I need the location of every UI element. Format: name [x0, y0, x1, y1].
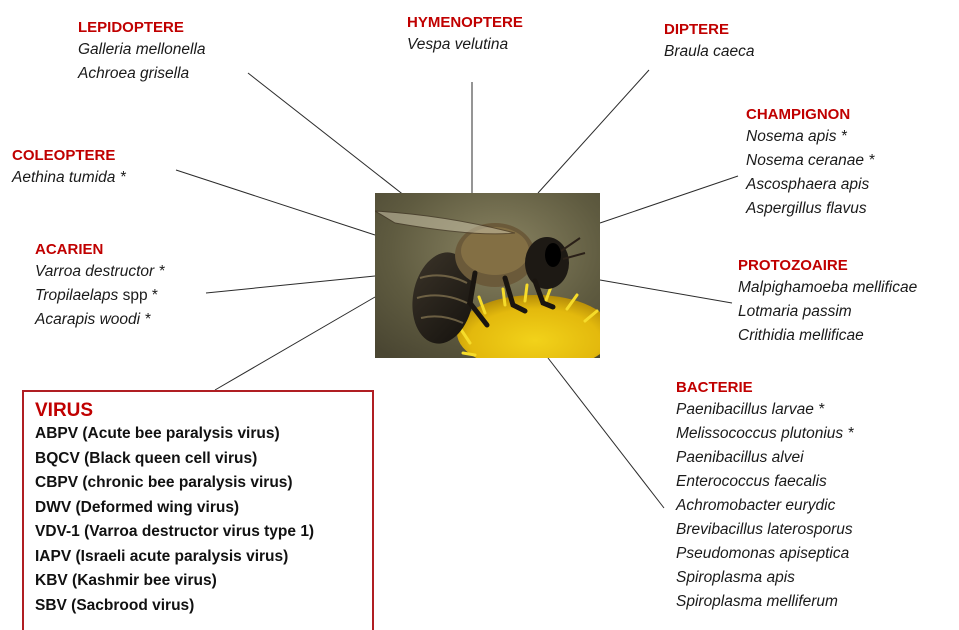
group-item: Achroea grisella: [78, 62, 206, 86]
group-item: Acarapis woodi *: [35, 308, 165, 332]
group-acarien: ACARIEN Varroa destructor * Tropilaelaps…: [35, 240, 165, 332]
group-item: Crithidia mellificae: [738, 324, 917, 348]
group-title: BACTERIE: [676, 378, 853, 398]
connector-bacterie: [548, 358, 664, 508]
connector-acarien-virus: [215, 297, 375, 390]
connector-champignon: [600, 176, 738, 223]
group-title: DIPTERE: [664, 20, 754, 40]
connector-protozoaire: [600, 280, 732, 303]
group-item: Spiroplasma apis: [676, 566, 853, 590]
group-lepidoptere: LEPIDOPTERE Galleria mellonella Achroea …: [78, 18, 206, 86]
group-title: PROTOZOAIRE: [738, 256, 917, 276]
group-item: Tropilaelaps spp *: [35, 284, 165, 308]
group-hymenoptere: HYMENOPTERE Vespa velutina: [407, 13, 523, 57]
group-title: HYMENOPTERE: [407, 13, 523, 33]
group-item: Varroa destructor *: [35, 260, 165, 284]
group-item: Galleria mellonella: [78, 38, 206, 62]
group-item: SBV (Sacbrood virus): [35, 594, 372, 619]
group-item: Aethina tumida *: [12, 166, 126, 190]
group-item: Nosema apis *: [746, 125, 874, 149]
group-bacterie: BACTERIE Paenibacillus larvae * Melissoc…: [676, 378, 853, 614]
group-diptere: DIPTERE Braula caeca: [664, 20, 754, 64]
group-title: CHAMPIGNON: [746, 105, 874, 125]
item-genus: Tropilaelaps: [35, 287, 118, 304]
group-protozoaire: PROTOZOAIRE Malpighamoeba mellificae Lot…: [738, 256, 917, 348]
group-coleoptere: COLEOPTERE Aethina tumida *: [12, 146, 126, 190]
group-title: COLEOPTERE: [12, 146, 126, 166]
group-item: Nosema ceranae *: [746, 149, 874, 173]
bee-photo: [375, 193, 600, 358]
connector-acarien: [206, 276, 375, 293]
connector-lepidoptere: [248, 73, 405, 196]
group-item: KBV (Kashmir bee virus): [35, 569, 372, 594]
connector-diptere: [538, 70, 649, 193]
group-item: Melissococcus plutonius *: [676, 422, 853, 446]
group-item: Enterococcus faecalis: [676, 470, 853, 494]
item-suffix: spp *: [118, 287, 158, 304]
group-title: VIRUS: [35, 400, 372, 422]
group-item: Paenibacillus alvei: [676, 446, 853, 470]
group-item: Aspergillus flavus: [746, 197, 874, 221]
group-item: Brevibacillus laterosporus: [676, 518, 853, 542]
group-item: VDV-1 (Varroa destructor virus type 1): [35, 520, 372, 545]
connector-coleoptere: [176, 170, 375, 235]
group-item: ABPV (Acute bee paralysis virus): [35, 422, 372, 447]
group-title: ACARIEN: [35, 240, 165, 260]
group-item: DWV (Deformed wing virus): [35, 496, 372, 521]
group-item: Malpighamoeba mellificae: [738, 276, 917, 300]
group-champignon: CHAMPIGNON Nosema apis * Nosema ceranae …: [746, 105, 874, 221]
group-item: CBPV (chronic bee paralysis virus): [35, 471, 372, 496]
group-item: Braula caeca: [664, 40, 754, 64]
group-item: IAPV (Israeli acute paralysis virus): [35, 545, 372, 570]
group-item: Paenibacillus larvae *: [676, 398, 853, 422]
group-item: BQCV (Black queen cell virus): [35, 447, 372, 472]
group-item: Ascosphaera apis: [746, 173, 874, 197]
group-item: Pseudomonas apiseptica: [676, 542, 853, 566]
group-title: LEPIDOPTERE: [78, 18, 206, 38]
group-item: Vespa velutina: [407, 33, 523, 57]
group-virus: VIRUS ABPV (Acute bee paralysis virus) B…: [22, 390, 374, 630]
group-item: Achromobacter eurydic: [676, 494, 853, 518]
group-item: Lotmaria passim: [738, 300, 917, 324]
group-item: Spiroplasma melliferum: [676, 590, 853, 614]
